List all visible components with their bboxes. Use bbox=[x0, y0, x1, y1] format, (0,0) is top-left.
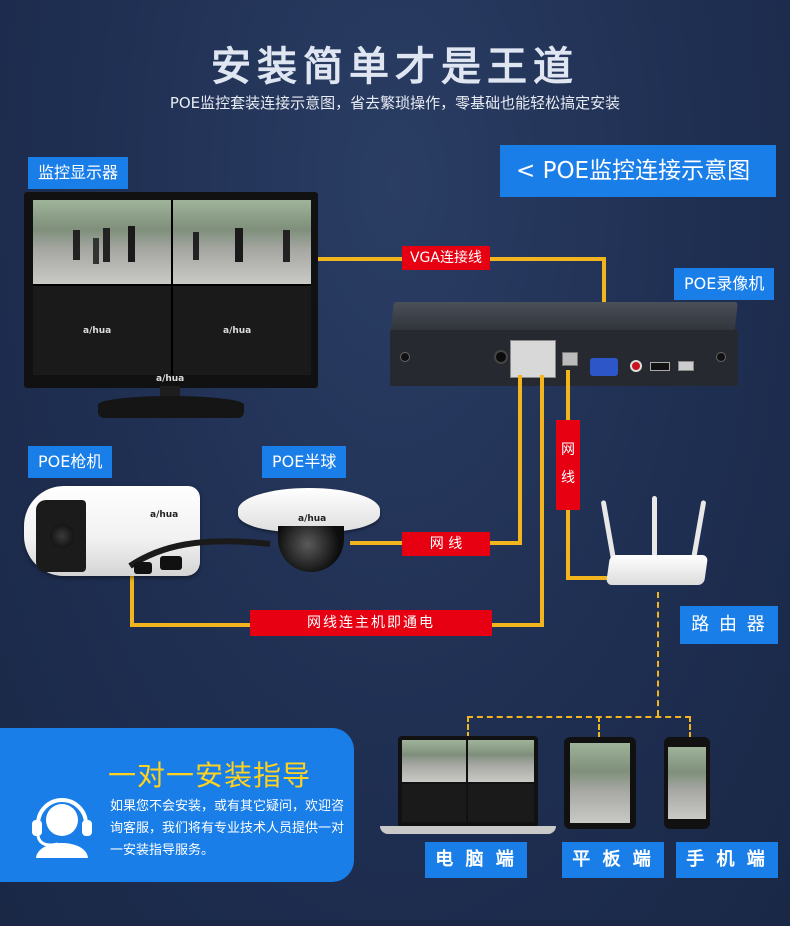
camera-lens-icon bbox=[36, 500, 86, 572]
nvr bbox=[390, 330, 738, 386]
router bbox=[605, 555, 709, 585]
wifi-link bbox=[657, 592, 659, 716]
camera-feed-1 bbox=[33, 200, 171, 284]
help-title: 一对一安装指导 bbox=[108, 759, 312, 792]
screw-icon bbox=[716, 352, 726, 362]
network-cable-label: 网 线 bbox=[402, 532, 490, 556]
network-cable-dome bbox=[518, 375, 522, 545]
monitor-label: 监控显示器 bbox=[28, 157, 129, 189]
diagram-banner: < POE监控连接示意图 bbox=[500, 145, 776, 197]
monitor-stand bbox=[160, 386, 180, 398]
page-subtitle: POE监控套装连接示意图，省去繁琐操作，零基础也能轻松搞定安装 bbox=[169, 94, 621, 112]
audio-port-icon bbox=[630, 360, 642, 372]
power-jack-icon bbox=[494, 350, 508, 364]
vga-cable-label: VGA连接线 bbox=[402, 246, 490, 270]
monitor-base bbox=[98, 396, 244, 418]
bullet-brand-logo: a/hua bbox=[150, 510, 179, 520]
headset-icon bbox=[32, 798, 92, 858]
router-cable-label: 网 线 bbox=[556, 420, 580, 510]
poe-ports bbox=[510, 340, 556, 378]
tablet bbox=[564, 737, 636, 829]
device-label-computer: 电 脑 端 bbox=[425, 842, 527, 878]
camera-feed-4: a/hua bbox=[173, 286, 311, 375]
vga-port-icon bbox=[590, 358, 618, 376]
dome-camera bbox=[238, 488, 380, 532]
network-cable-bullet-up bbox=[130, 574, 134, 627]
nvr-label: POE录像机 bbox=[674, 268, 775, 300]
brand-logo: a/hua bbox=[223, 326, 252, 336]
bottom-strip bbox=[0, 920, 790, 926]
camera-feed-3: a/hua bbox=[33, 286, 171, 375]
dome-brand-logo: a/hua bbox=[298, 514, 327, 524]
laptop-base bbox=[380, 826, 556, 834]
device-label-phone: 手 机 端 bbox=[676, 842, 778, 878]
antenna-icon bbox=[652, 496, 657, 560]
people-figures-icon bbox=[193, 228, 290, 262]
lan-port bbox=[562, 352, 578, 366]
camera-cable-icon bbox=[128, 538, 271, 574]
poe-power-label: 网线连主机即通电 bbox=[250, 610, 492, 636]
hdmi-port-icon bbox=[650, 362, 670, 371]
camera-lens-icon bbox=[278, 526, 344, 572]
screw-icon bbox=[400, 352, 410, 362]
camera-feed-2 bbox=[173, 200, 311, 284]
network-cable-bullet bbox=[540, 375, 544, 627]
page-title: 安装简单才是王道 bbox=[211, 44, 579, 90]
router-label: 路 由 器 bbox=[680, 606, 778, 644]
brand-logo: a/hua bbox=[83, 326, 112, 336]
wifi-link-h bbox=[467, 716, 691, 718]
antenna-icon bbox=[600, 500, 617, 562]
monitor-brand-logo: a/hua bbox=[156, 374, 185, 384]
bullet-camera-label: POE枪机 bbox=[28, 446, 113, 478]
laptop bbox=[398, 736, 538, 828]
antenna-icon bbox=[690, 500, 707, 562]
people-figures-icon bbox=[73, 226, 135, 264]
monitor-screen: a/hua a/hua bbox=[33, 200, 311, 375]
dome-camera-label: POE半球 bbox=[262, 446, 347, 478]
phone bbox=[664, 737, 710, 829]
usb-port-icon bbox=[678, 361, 694, 371]
network-cable-router-h bbox=[566, 576, 616, 580]
help-text: 如果您不会安装，或有其它疑问，欢迎咨询客服，我们将有专业技术人员提供一对一安装指… bbox=[110, 799, 345, 858]
device-label-tablet: 平 板 端 bbox=[562, 842, 664, 878]
